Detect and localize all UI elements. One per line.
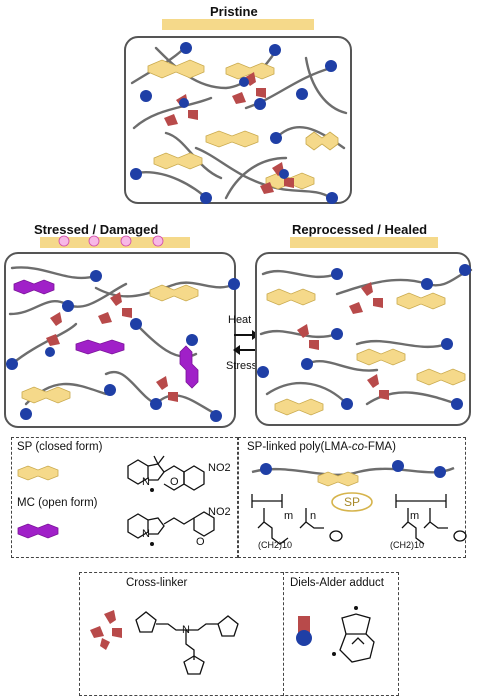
label-heat: Heat: [228, 314, 252, 326]
mc-open-structure: [127, 511, 215, 546]
panel-stressed: [4, 252, 240, 428]
label-stress: Stress: [226, 360, 258, 372]
sp-closed-glyph: [17, 465, 59, 481]
network-pristine: [130, 42, 348, 204]
polymer-ch2-b: (CH2)10: [390, 540, 425, 550]
mc-open-n-label: N: [142, 528, 150, 540]
mc-open-no2-label: NO2: [208, 506, 231, 518]
polymer-chain-cartoon: [251, 460, 455, 487]
mc-open-o-label: O: [196, 536, 205, 548]
crosslinker-n-label: N: [182, 624, 190, 636]
diels-alder-glyph: [296, 616, 312, 646]
polymer-title-pre: SP-linked poly(LMA-: [247, 441, 352, 453]
panel-pristine: [124, 36, 352, 204]
crosslinker-glyph: [90, 610, 122, 650]
label-sp-closed: SP (closed form): [17, 441, 103, 453]
legend-crosslinker: [79, 572, 399, 696]
legend-polymer: [238, 437, 466, 558]
title-stressed: Stressed / Damaged: [34, 222, 159, 237]
polymer-ch2-a: (CH2)10: [258, 540, 293, 550]
polymer-title-post: -FMA): [363, 441, 396, 453]
sp-bar-reprocessed: [290, 237, 438, 248]
network-reprocessed: [257, 264, 473, 416]
sp-bar-stressed: [40, 237, 190, 248]
label-diels-alder: Diels-Alder adduct: [290, 577, 384, 589]
legend-sp-mc: [11, 437, 238, 558]
sp-badge: SP: [344, 495, 361, 509]
sp-closed-n-label: N: [142, 476, 150, 488]
title-reprocessed: Reprocessed / Healed: [292, 222, 428, 237]
polymer-title-co: co: [351, 441, 364, 453]
sp-bar-pristine: [162, 19, 314, 30]
sp-closed-o-label: O: [170, 476, 179, 488]
network-stressed: [6, 266, 240, 422]
crosslinker-structure: [135, 611, 239, 675]
polymer-m2-label: m: [410, 510, 420, 522]
polymer-structure: [251, 492, 467, 545]
sp-closed-structure: [127, 455, 205, 492]
divider-crosslinker: [283, 572, 284, 696]
sp-closed-no2-label: NO2: [208, 462, 231, 474]
polymer-n-label: n: [310, 510, 317, 522]
panel-reprocessed: [255, 252, 473, 426]
polymer-m-label: m: [284, 510, 294, 522]
label-mc-open: MC (open form): [17, 497, 98, 509]
title-pristine: Pristine: [210, 4, 258, 19]
diels-alder-structure: [332, 606, 375, 663]
label-cross-linker: Cross-linker: [126, 577, 188, 589]
mc-open-glyph: [17, 523, 59, 539]
damage-marks: [40, 230, 190, 247]
polymer-title: SP-linked poly(LMA-co-FMA): [247, 441, 396, 453]
